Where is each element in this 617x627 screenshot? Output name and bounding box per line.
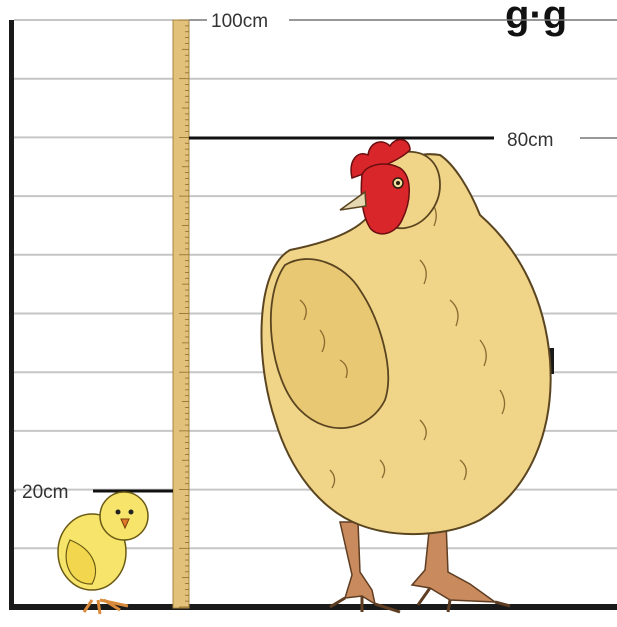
marker-20cm: 20cm <box>14 482 173 503</box>
left-axis <box>9 20 14 610</box>
hen-legs <box>330 522 510 612</box>
measuring-ruler <box>173 20 189 608</box>
hen-beak <box>340 192 366 210</box>
chick-eye-right <box>129 510 134 515</box>
chick-illustration <box>58 492 148 614</box>
label-20cm: 20cm <box>22 482 68 503</box>
chick-eye-left <box>116 510 121 515</box>
partial-title: g·g <box>505 0 567 37</box>
label-100cm: 100cm <box>211 11 268 32</box>
label-80cm: 80cm <box>507 130 553 151</box>
hen-illustration <box>261 140 550 612</box>
chick-head <box>100 492 148 540</box>
